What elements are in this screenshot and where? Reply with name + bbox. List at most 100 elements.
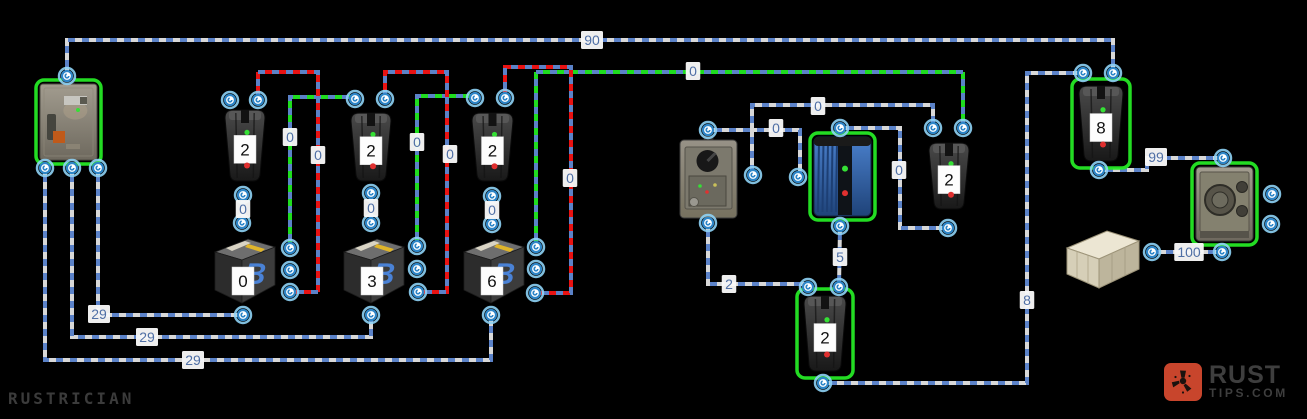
wire-power-label: 0 bbox=[891, 161, 907, 179]
blocker-green-led bbox=[824, 317, 830, 323]
blocker-green-led bbox=[1100, 107, 1106, 113]
wire-node[interactable] bbox=[1261, 214, 1281, 234]
component-value: 2 bbox=[366, 142, 375, 161]
wire-node[interactable] bbox=[1089, 160, 1109, 180]
component-test-generator[interactable] bbox=[1190, 160, 1259, 247]
wire-node[interactable] bbox=[698, 120, 718, 140]
wire-node[interactable] bbox=[698, 213, 718, 233]
power-led bbox=[76, 108, 80, 112]
rust-logo-badge bbox=[1164, 363, 1202, 401]
component-blocker-4[interactable]: 2 bbox=[928, 142, 970, 210]
component-blocker-3[interactable]: 2 bbox=[471, 112, 514, 182]
wire-node[interactable] bbox=[1103, 63, 1123, 83]
wire-junction-upper[interactable] bbox=[750, 103, 935, 130]
wire-node[interactable] bbox=[361, 305, 381, 325]
wire-node[interactable] bbox=[407, 259, 427, 279]
svg-text:0: 0 bbox=[239, 201, 247, 217]
wire-node[interactable] bbox=[1212, 242, 1232, 262]
wire-node[interactable] bbox=[938, 218, 958, 238]
wire-node[interactable] bbox=[345, 89, 365, 109]
wire-power-label: 0 bbox=[562, 169, 578, 187]
wire-node[interactable] bbox=[280, 260, 300, 280]
blocker-green-led bbox=[370, 131, 376, 138]
wire-node[interactable] bbox=[88, 158, 108, 178]
component-blocker-8[interactable]: 8 bbox=[1070, 77, 1132, 170]
wire-node[interactable] bbox=[526, 237, 546, 257]
component-battery-2[interactable]: B3 bbox=[342, 238, 406, 304]
blocker-red-led bbox=[491, 163, 498, 170]
wire-node[interactable] bbox=[248, 90, 268, 110]
wire-splitter-out-3[interactable] bbox=[43, 168, 493, 362]
component-wood-box[interactable] bbox=[1065, 230, 1141, 289]
wire-node[interactable] bbox=[525, 283, 545, 303]
blocker-green-led bbox=[948, 161, 954, 167]
wire-node[interactable] bbox=[57, 66, 77, 86]
wire-node[interactable] bbox=[361, 213, 381, 233]
svg-text:100: 100 bbox=[1177, 244, 1201, 260]
wire-battery3-red[interactable] bbox=[383, 70, 449, 294]
wire-node[interactable] bbox=[407, 236, 427, 256]
wire-blocker5-to-blocker8[interactable] bbox=[823, 71, 1083, 385]
battery-discharge-led bbox=[842, 190, 848, 197]
svg-text:0: 0 bbox=[488, 202, 496, 218]
wire-power-label: 0 bbox=[768, 119, 784, 137]
wire-node[interactable] bbox=[233, 305, 253, 325]
component-battery-1[interactable]: B0 bbox=[213, 238, 277, 304]
component-value-box bbox=[360, 266, 384, 296]
blocker-red-led bbox=[244, 162, 250, 169]
wire-power-label: 0 bbox=[409, 133, 425, 151]
wire-node[interactable] bbox=[813, 373, 833, 393]
svg-text:0: 0 bbox=[446, 146, 454, 162]
wire-node[interactable] bbox=[495, 88, 515, 108]
wire-node[interactable] bbox=[829, 277, 849, 297]
component-value: 8 bbox=[1096, 119, 1105, 138]
wire-node[interactable] bbox=[280, 238, 300, 258]
wire-timer-out-horizontal[interactable] bbox=[708, 128, 802, 177]
wire-node[interactable] bbox=[408, 282, 428, 302]
svg-text:0: 0 bbox=[814, 98, 822, 114]
svg-text:29: 29 bbox=[185, 352, 201, 368]
battery-charge-led bbox=[842, 165, 848, 172]
wire-battery6-green-long[interactable] bbox=[534, 70, 965, 247]
wire-node[interactable] bbox=[465, 88, 485, 108]
wire-node[interactable] bbox=[220, 90, 240, 110]
wire-node[interactable] bbox=[1142, 242, 1162, 262]
wire-node[interactable] bbox=[830, 118, 850, 138]
wire-node[interactable] bbox=[1262, 184, 1282, 204]
wire-splitter-out-2[interactable] bbox=[70, 168, 373, 339]
svg-text:8: 8 bbox=[1023, 292, 1031, 308]
wire-node[interactable] bbox=[481, 305, 501, 325]
wire-node[interactable] bbox=[830, 216, 850, 236]
wire-node[interactable] bbox=[1073, 63, 1093, 83]
wire-node[interactable] bbox=[375, 89, 395, 109]
wire-power-label: 100 bbox=[1174, 243, 1204, 261]
wire-power-label: 0 bbox=[442, 145, 458, 163]
component-blocker-1[interactable]: 2 bbox=[224, 109, 266, 182]
wire-battery0-green[interactable] bbox=[288, 95, 357, 248]
blocker-red-led bbox=[824, 351, 830, 358]
component-timer[interactable] bbox=[679, 133, 738, 219]
component-large-battery[interactable] bbox=[808, 131, 877, 222]
wire-node[interactable] bbox=[62, 158, 82, 178]
wire-node[interactable] bbox=[788, 167, 808, 187]
wire-node[interactable] bbox=[35, 158, 55, 178]
wire-node[interactable] bbox=[743, 165, 763, 185]
wire-node[interactable] bbox=[798, 277, 818, 297]
wire-node[interactable] bbox=[361, 183, 381, 203]
component-splitter[interactable] bbox=[34, 77, 103, 166]
component-battery-3[interactable]: B6 bbox=[462, 238, 526, 304]
wire-node[interactable] bbox=[1213, 148, 1233, 168]
wire-node[interactable] bbox=[280, 282, 300, 302]
component-value-box bbox=[1089, 113, 1113, 142]
wire-power-label: 0 bbox=[235, 200, 251, 218]
wire-battery6-red[interactable] bbox=[503, 65, 573, 295]
wire-node[interactable] bbox=[953, 118, 973, 138]
wire-node[interactable] bbox=[526, 259, 546, 279]
component-blocker-5[interactable]: 2 bbox=[795, 287, 855, 380]
component-blocker-2[interactable]: 2 bbox=[350, 112, 392, 182]
component-value: 2 bbox=[488, 142, 497, 161]
wire-node[interactable] bbox=[923, 118, 943, 138]
wire-battery0-red[interactable] bbox=[256, 70, 320, 294]
